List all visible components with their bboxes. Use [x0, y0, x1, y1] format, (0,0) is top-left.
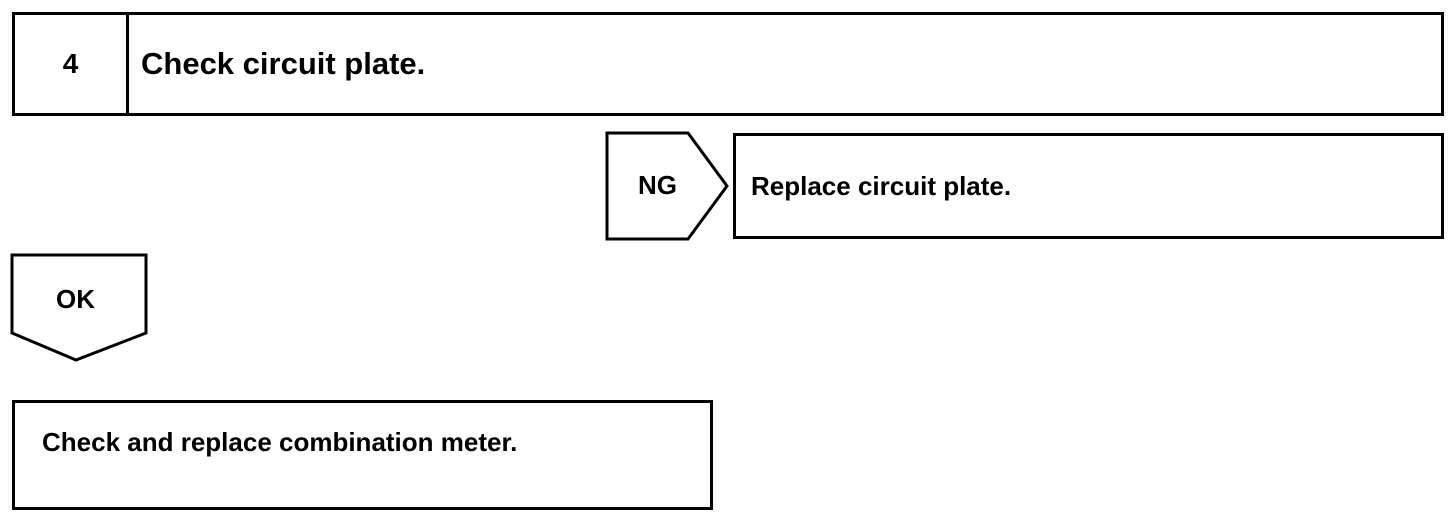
ng-action-box: Replace circuit plate.	[733, 133, 1444, 239]
ng-action-text: Replace circuit plate.	[751, 170, 1012, 201]
ok-action-box: Check and replace combination meter.	[12, 400, 713, 510]
ok-action-text: Check and replace combination meter.	[42, 427, 518, 457]
ng-arrow-shape	[605, 131, 729, 241]
step-box: 4 Check circuit plate.	[12, 12, 1444, 116]
ok-arrow-shape	[10, 253, 148, 362]
ng-label: NG	[638, 170, 677, 200]
step-title: Check circuit plate.	[141, 46, 426, 81]
step-divider	[126, 15, 129, 113]
step-number: 4	[62, 48, 79, 79]
ok-label: OK	[56, 284, 95, 314]
